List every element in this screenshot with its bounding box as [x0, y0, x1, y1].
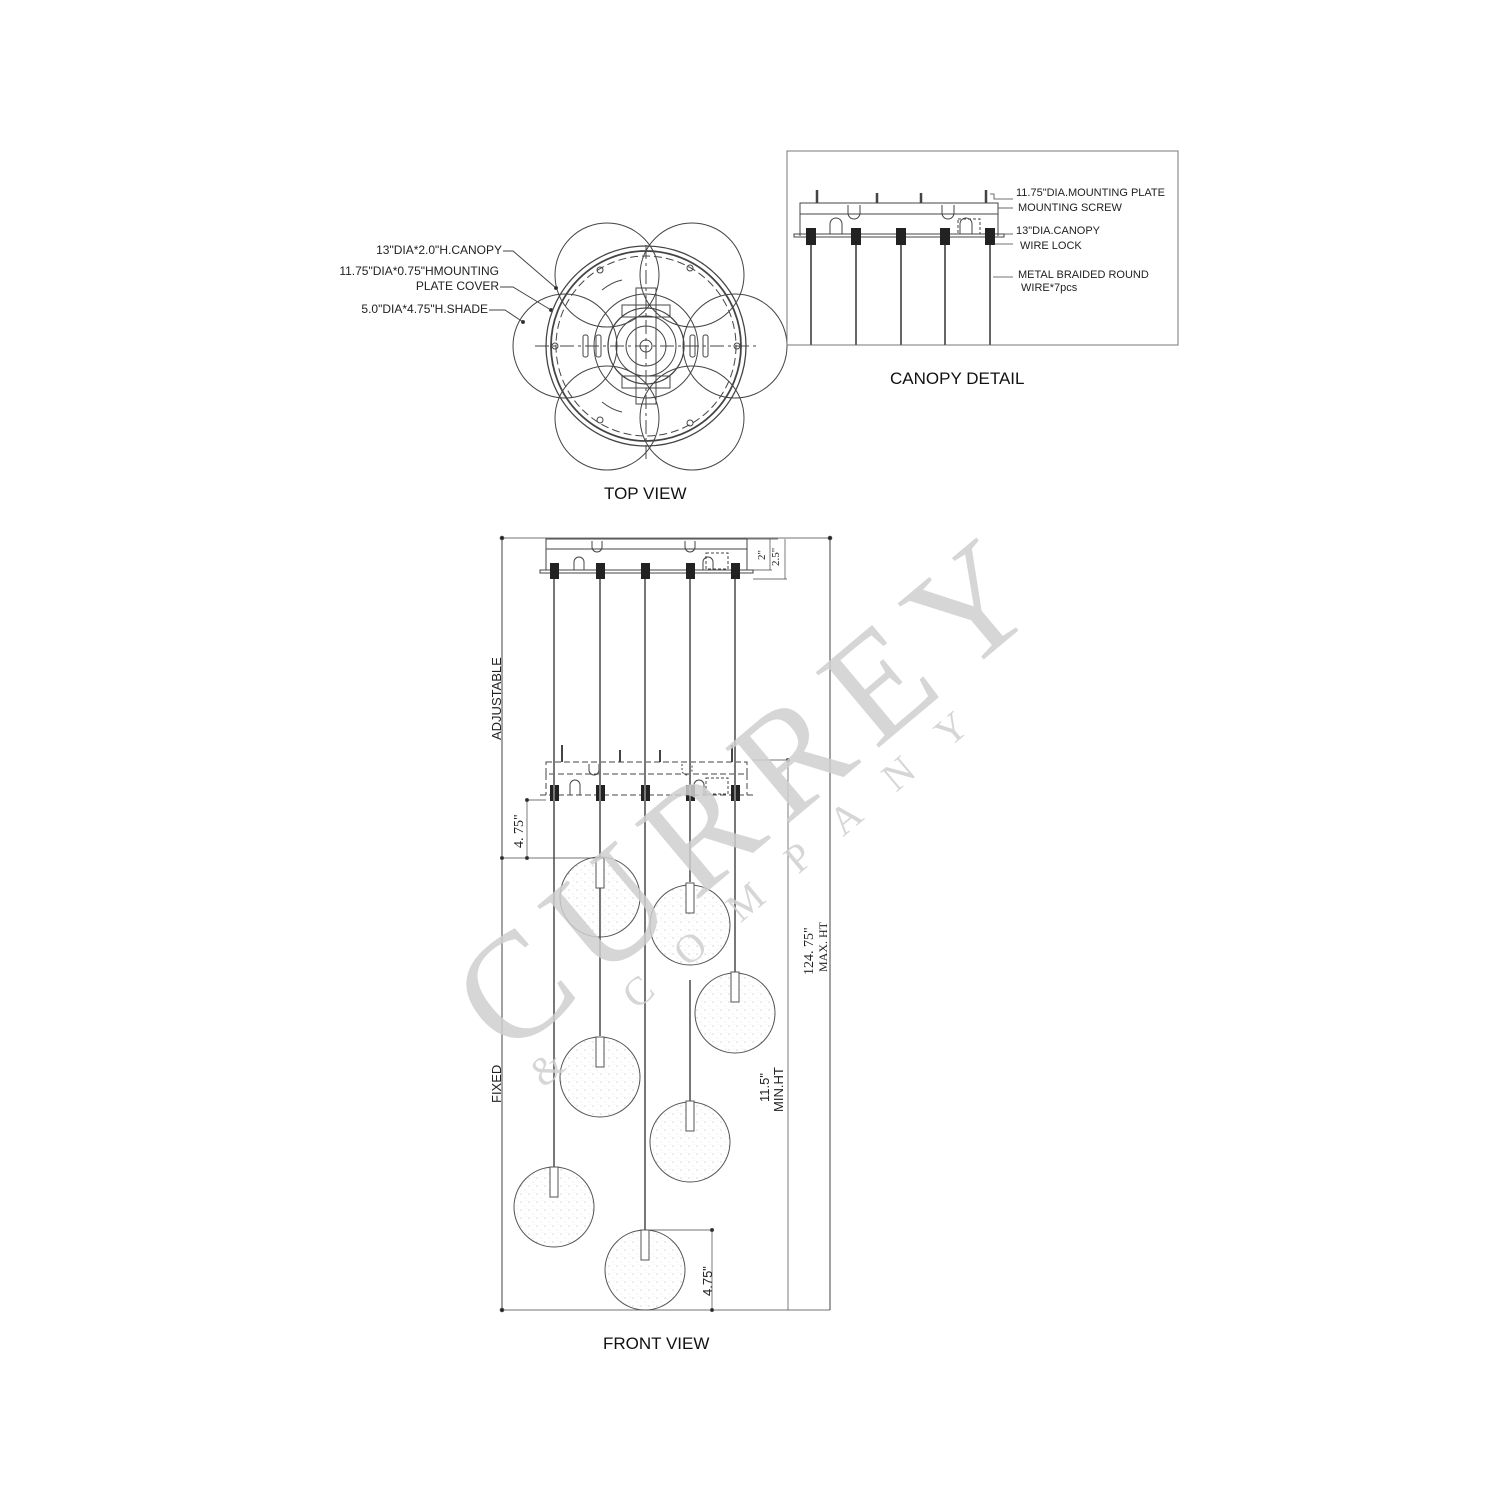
callout-mounting-plate-cover-line1: 11.75"DIA*0.75"HMOUNTING	[339, 264, 499, 278]
callout-wire-lock: WIRE LOCK	[1020, 240, 1082, 252]
canopy-detail-drawing	[786, 150, 1179, 346]
canopy-detail-title: CANOPY DETAIL	[890, 369, 1025, 388]
callout-canopy: 13"DIA*2.0"H.CANOPY	[376, 243, 502, 258]
callout-mounting-screw: MOUNTING SCREW	[1018, 202, 1122, 214]
callout-canopy-13: 13"DIA.CANOPY	[1016, 225, 1100, 237]
dim-min-height-value: 11.5"	[757, 1073, 772, 1102]
callout-shade: 5.0"DIA*4.75"H.SHADE	[361, 302, 488, 317]
callout-shade-text: 5.0"DIA*4.75"H.SHADE	[361, 302, 488, 316]
callout-canopy-text: 13"DIA*2.0"H.CANOPY	[376, 243, 502, 257]
callout-mounting-plate-cover-line2: PLATE COVER	[415, 279, 499, 293]
callout-braided-wire-line1: METAL BRAIDED ROUND	[1018, 269, 1149, 281]
dim-shade-height: 4.75"	[700, 1266, 715, 1296]
callout-mounting-plate: 11.75"DIA.MOUNTING PLATE	[1016, 187, 1165, 199]
dim-canopy-2-5in: 2.5"	[770, 547, 782, 566]
front-view-title: FRONT VIEW	[603, 1334, 710, 1353]
callout-braided-wire: METAL BRAIDED ROUND WIRE*7pcs	[1018, 269, 1149, 295]
top-view-drawing	[489, 222, 788, 471]
callout-braided-wire-line2: WIRE*7pcs	[1021, 282, 1078, 294]
dim-min-height-label: MIN.HT	[771, 1067, 786, 1112]
dim-canopy-2in: 2"	[756, 550, 768, 560]
label-adjustable: ADJUSTABLE	[489, 657, 504, 740]
callout-mounting-plate-cover: 11.75"DIA*0.75"HMOUNTING PLATE COVER	[339, 264, 499, 294]
dim-top-offset-4-75: 4. 75"	[512, 814, 527, 848]
pendant-shades	[513, 856, 776, 1311]
top-view-title: TOP VIEW	[604, 484, 687, 503]
front-view-drawing	[499, 535, 833, 1313]
label-fixed: FIXED	[489, 1064, 504, 1103]
dim-max-height-label: MAX. HT	[816, 922, 830, 972]
